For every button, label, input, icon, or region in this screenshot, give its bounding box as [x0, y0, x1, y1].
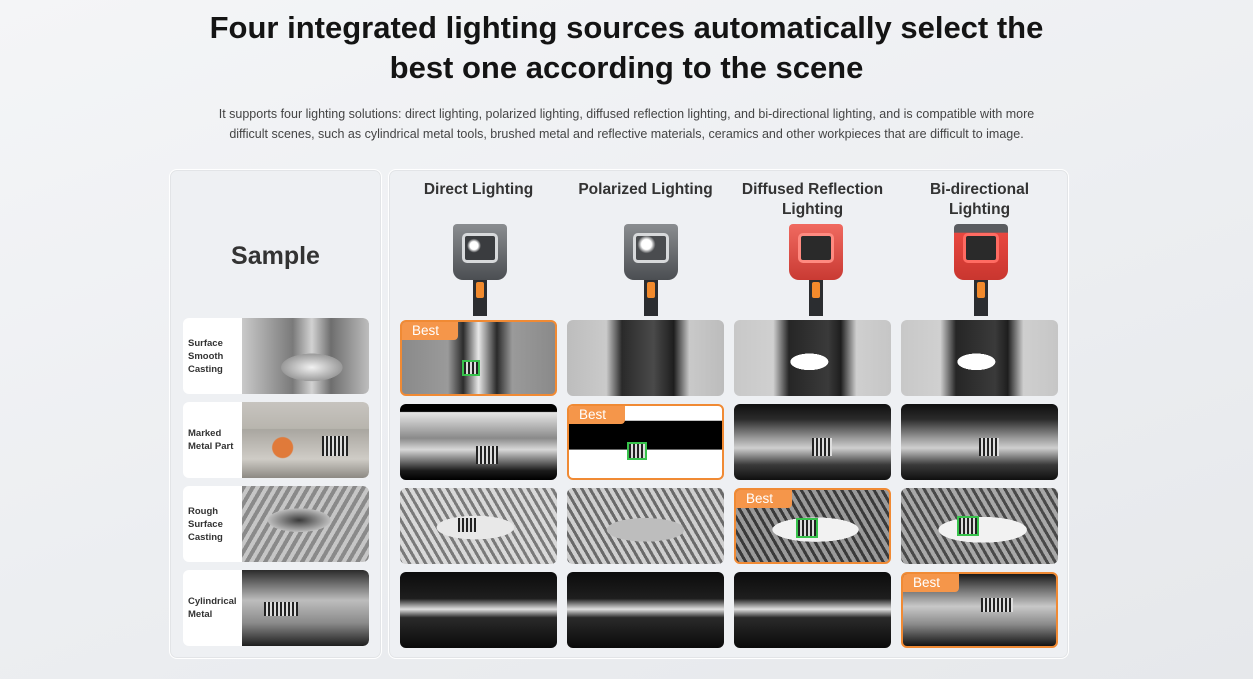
- sample-label-line: Cylindrical: [188, 596, 237, 607]
- data-matrix-code: [476, 446, 498, 464]
- data-matrix-code: [627, 442, 647, 460]
- lighting-comparison-panel: Direct Lighting Polarized Lighting Diffu…: [388, 169, 1069, 659]
- sample-label-line: Surface: [188, 518, 223, 530]
- best-badge: Best: [569, 406, 625, 424]
- sample-image-rough-casting: [242, 486, 369, 562]
- device-bi-directional-lighting-icon: [954, 224, 1008, 316]
- result-image-rough-casting-diffused: Best: [734, 488, 891, 564]
- title-line-1: Four integrated lighting sources automat…: [209, 10, 1044, 45]
- data-matrix-code: [812, 438, 832, 456]
- result-image-cylindrical-direct: [400, 572, 557, 648]
- description-line-1: It supports four lighting solutions: dir…: [218, 107, 1035, 121]
- sample-label-line: Casting: [188, 363, 223, 375]
- sample-label-line: Smooth: [188, 350, 224, 362]
- sample-heading: Sample: [231, 242, 320, 270]
- data-matrix-code: [264, 602, 298, 616]
- page-title: Four integrated lighting sources automat…: [0, 8, 1253, 88]
- column-header-direct-lighting: Direct Lighting: [400, 180, 557, 200]
- device-polarized-lighting-icon: [624, 224, 678, 316]
- result-image-smooth-casting-polarized: [567, 320, 724, 396]
- sample-image-marked-metal: [242, 402, 369, 478]
- column-header-line: Lighting: [948, 201, 1011, 218]
- data-matrix-code: [458, 518, 476, 532]
- column-header-line: Diffused Reflection: [741, 181, 884, 198]
- data-matrix-code: [462, 360, 480, 376]
- data-matrix-code: [322, 436, 348, 456]
- sample-label-line: Metal: [188, 609, 213, 620]
- best-badge: Best: [903, 574, 959, 592]
- best-badge: Best: [736, 490, 792, 508]
- result-image-rough-casting-direct: [400, 488, 557, 564]
- description: It supports four lighting solutions: dir…: [150, 104, 1103, 144]
- best-badge: Best: [402, 322, 458, 340]
- device-direct-lighting-icon: [453, 224, 507, 316]
- sample-label-line: Casting: [188, 531, 223, 543]
- result-image-smooth-casting-bidirectional: [901, 320, 1058, 396]
- result-image-cylindrical-bidirectional: Best: [901, 572, 1058, 648]
- data-matrix-code: [979, 438, 999, 456]
- sample-image-smooth-casting: [242, 318, 369, 394]
- data-matrix-code: [957, 516, 979, 536]
- column-header-line: Polarized Lighting: [578, 181, 713, 198]
- sample-label-line: Marked: [188, 428, 222, 439]
- sample-image-cylindrical-metal: [242, 570, 369, 646]
- sample-label-line: Metal Part: [188, 441, 234, 452]
- column-header-line: Direct Lighting: [423, 181, 534, 198]
- column-header-polarized-lighting: Polarized Lighting: [567, 180, 724, 200]
- description-line-2: difficult scenes, such as cylindrical me…: [229, 127, 1024, 141]
- result-image-smooth-casting-diffused: [734, 320, 891, 396]
- device-diffused-reflection-lighting-icon: [789, 224, 843, 316]
- result-image-marked-metal-direct: [400, 404, 557, 480]
- sample-label-line: Surface: [188, 337, 223, 349]
- result-image-marked-metal-diffused: [734, 404, 891, 480]
- result-image-cylindrical-polarized: [567, 572, 724, 648]
- result-image-marked-metal-bidirectional: [901, 404, 1058, 480]
- column-header-line: Bi-directional: [929, 181, 1030, 198]
- result-image-marked-metal-polarized: Best: [567, 404, 724, 480]
- result-image-cylindrical-diffused: [734, 572, 891, 648]
- sample-label-line: Rough: [188, 505, 219, 517]
- result-image-smooth-casting-direct: Best: [400, 320, 557, 396]
- data-matrix-code: [796, 518, 818, 538]
- data-matrix-code: [981, 598, 1013, 612]
- result-image-rough-casting-bidirectional: [901, 488, 1058, 564]
- title-line-2: best one according to the scene: [389, 50, 864, 85]
- column-header-line: Lighting: [781, 201, 844, 218]
- result-image-rough-casting-polarized: [567, 488, 724, 564]
